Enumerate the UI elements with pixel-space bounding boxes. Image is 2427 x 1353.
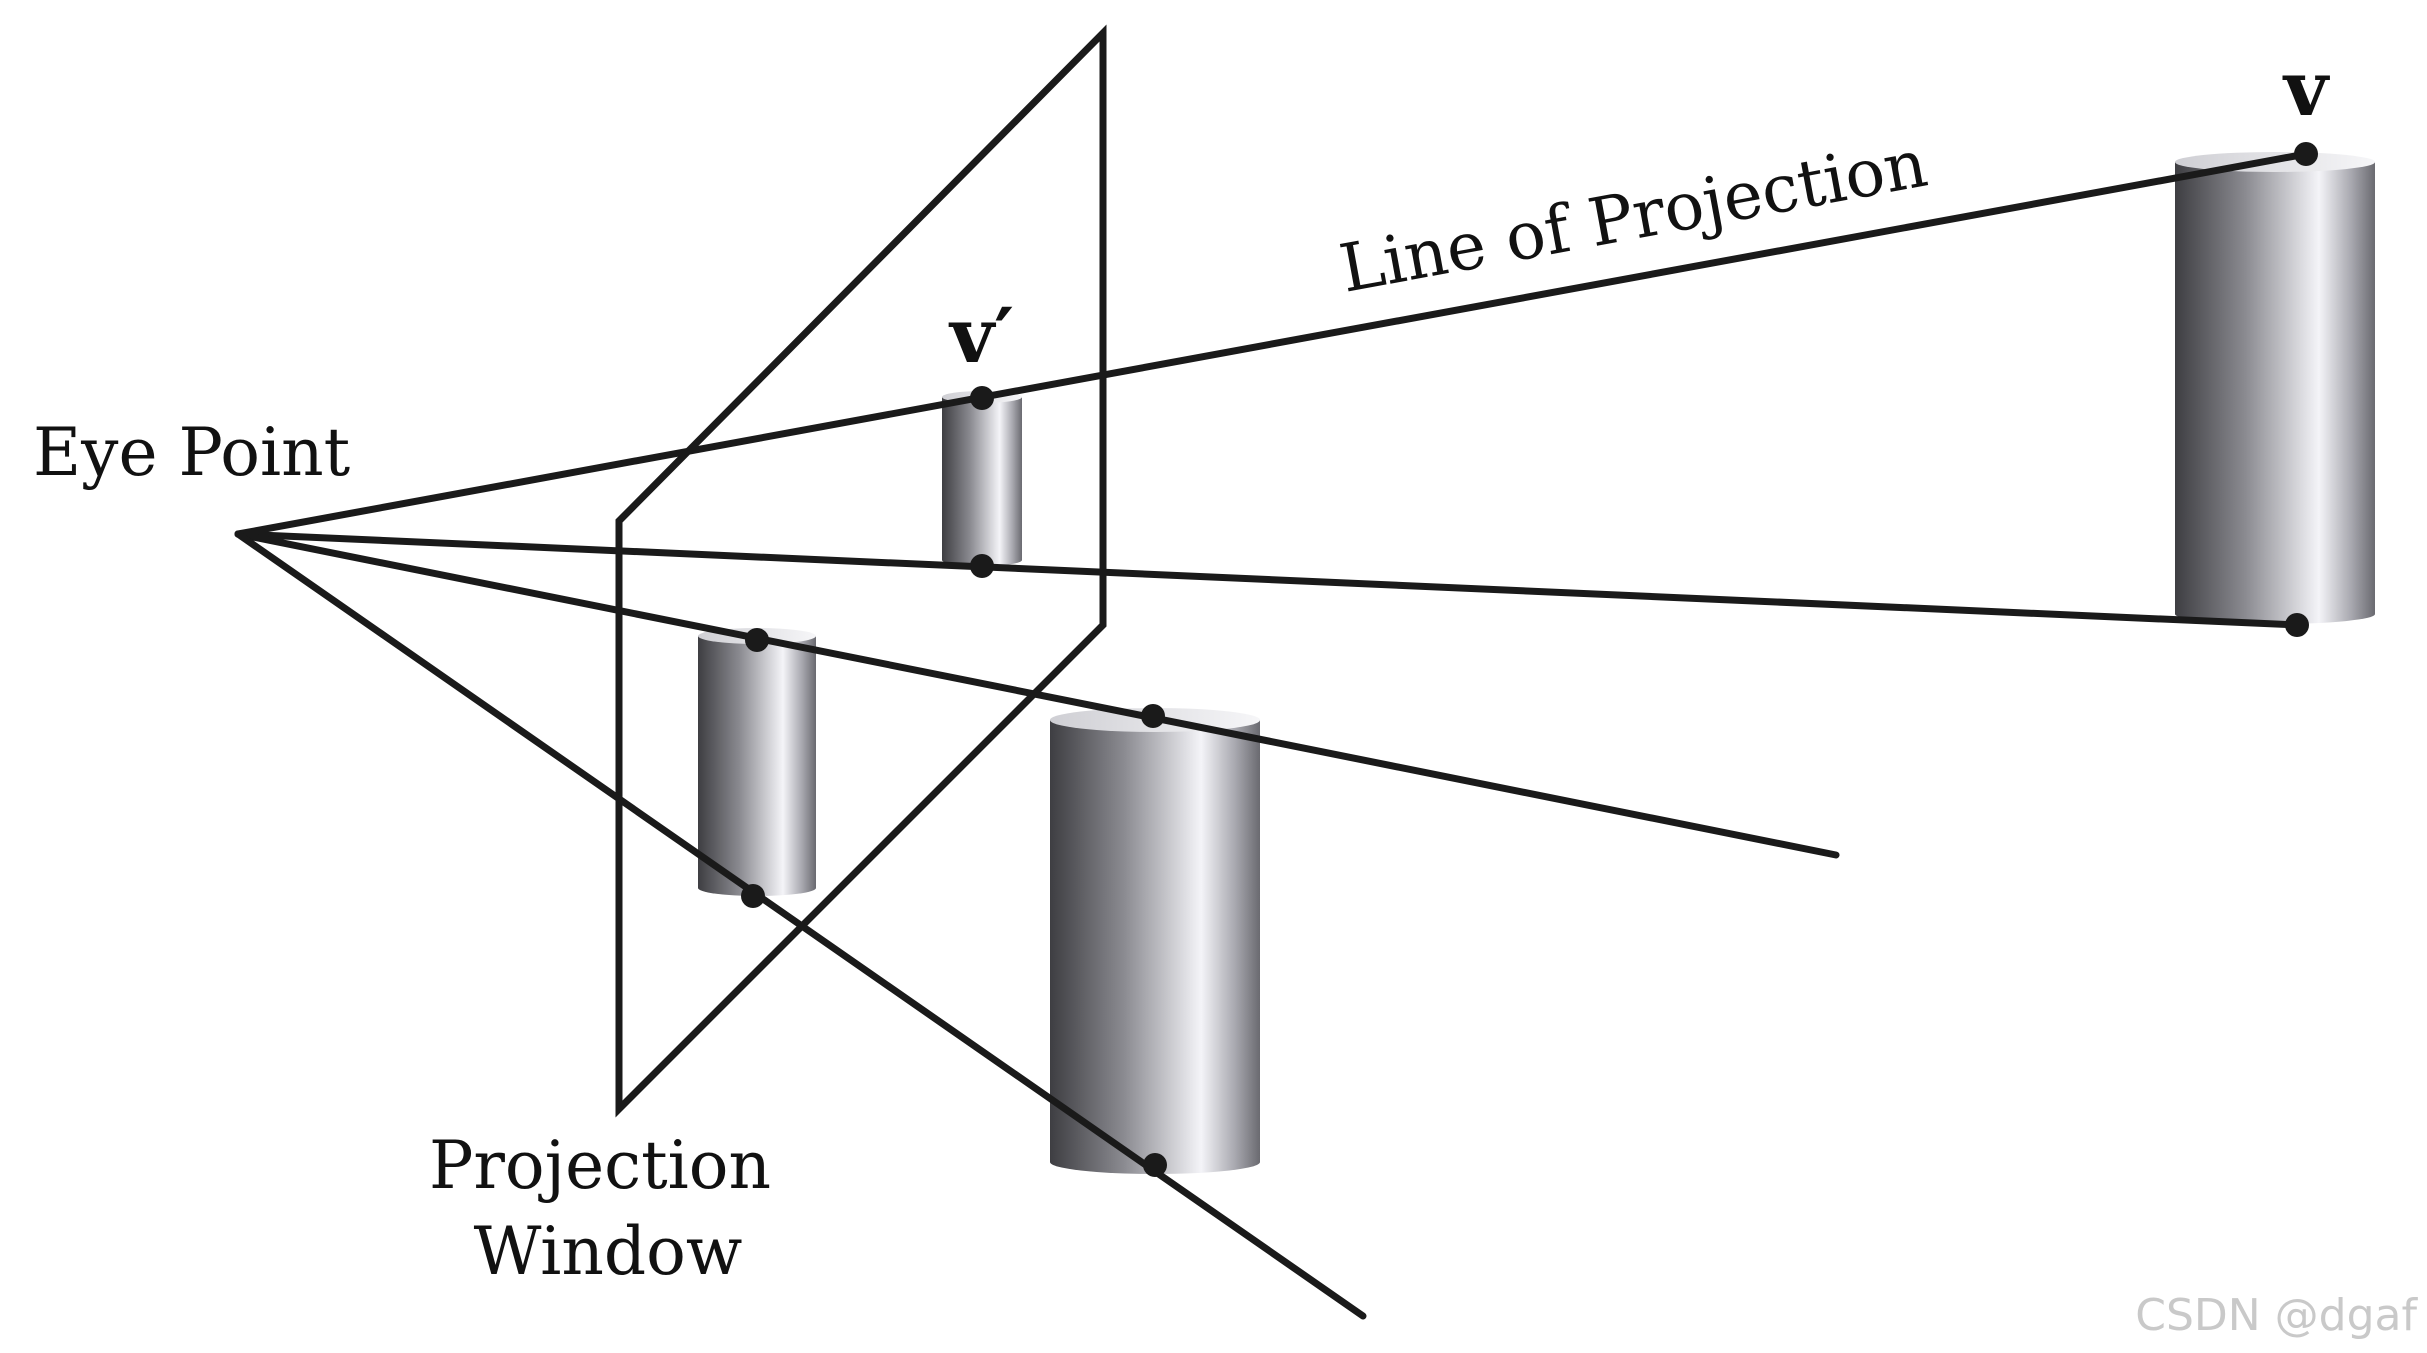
cylinder-near	[1050, 708, 1260, 1174]
v-prime-label: v′	[948, 291, 1014, 380]
v-label: v	[2282, 44, 2331, 133]
projection-window-label-line2: Window	[474, 1213, 743, 1290]
projection-line-second	[234, 530, 2301, 629]
cylinder-far	[2175, 152, 2375, 624]
eye-point-label: Eye Point	[33, 414, 350, 491]
projection-window	[615, 24, 1107, 1118]
cylinder-projected-lower	[698, 628, 816, 896]
projection-window-label-line1: Projection	[429, 1127, 771, 1204]
point-near-top	[1141, 704, 1165, 728]
cylinder-projected-upper	[942, 391, 1022, 566]
point-near-bottom	[1143, 1153, 1167, 1177]
projection-line-bottom	[234, 530, 1367, 1320]
point-upper-projected-bottom	[741, 884, 765, 908]
point-v-prime	[970, 386, 994, 410]
projection-line-third	[234, 530, 1840, 859]
watermark: CSDN @dgaf	[2135, 1290, 2418, 1341]
projection-line-top	[234, 150, 2310, 538]
point-v-prime-bottom	[970, 554, 994, 578]
point-upper-projected-top	[745, 628, 769, 652]
point-v-bottom	[2285, 613, 2309, 637]
point-v	[2294, 142, 2318, 166]
